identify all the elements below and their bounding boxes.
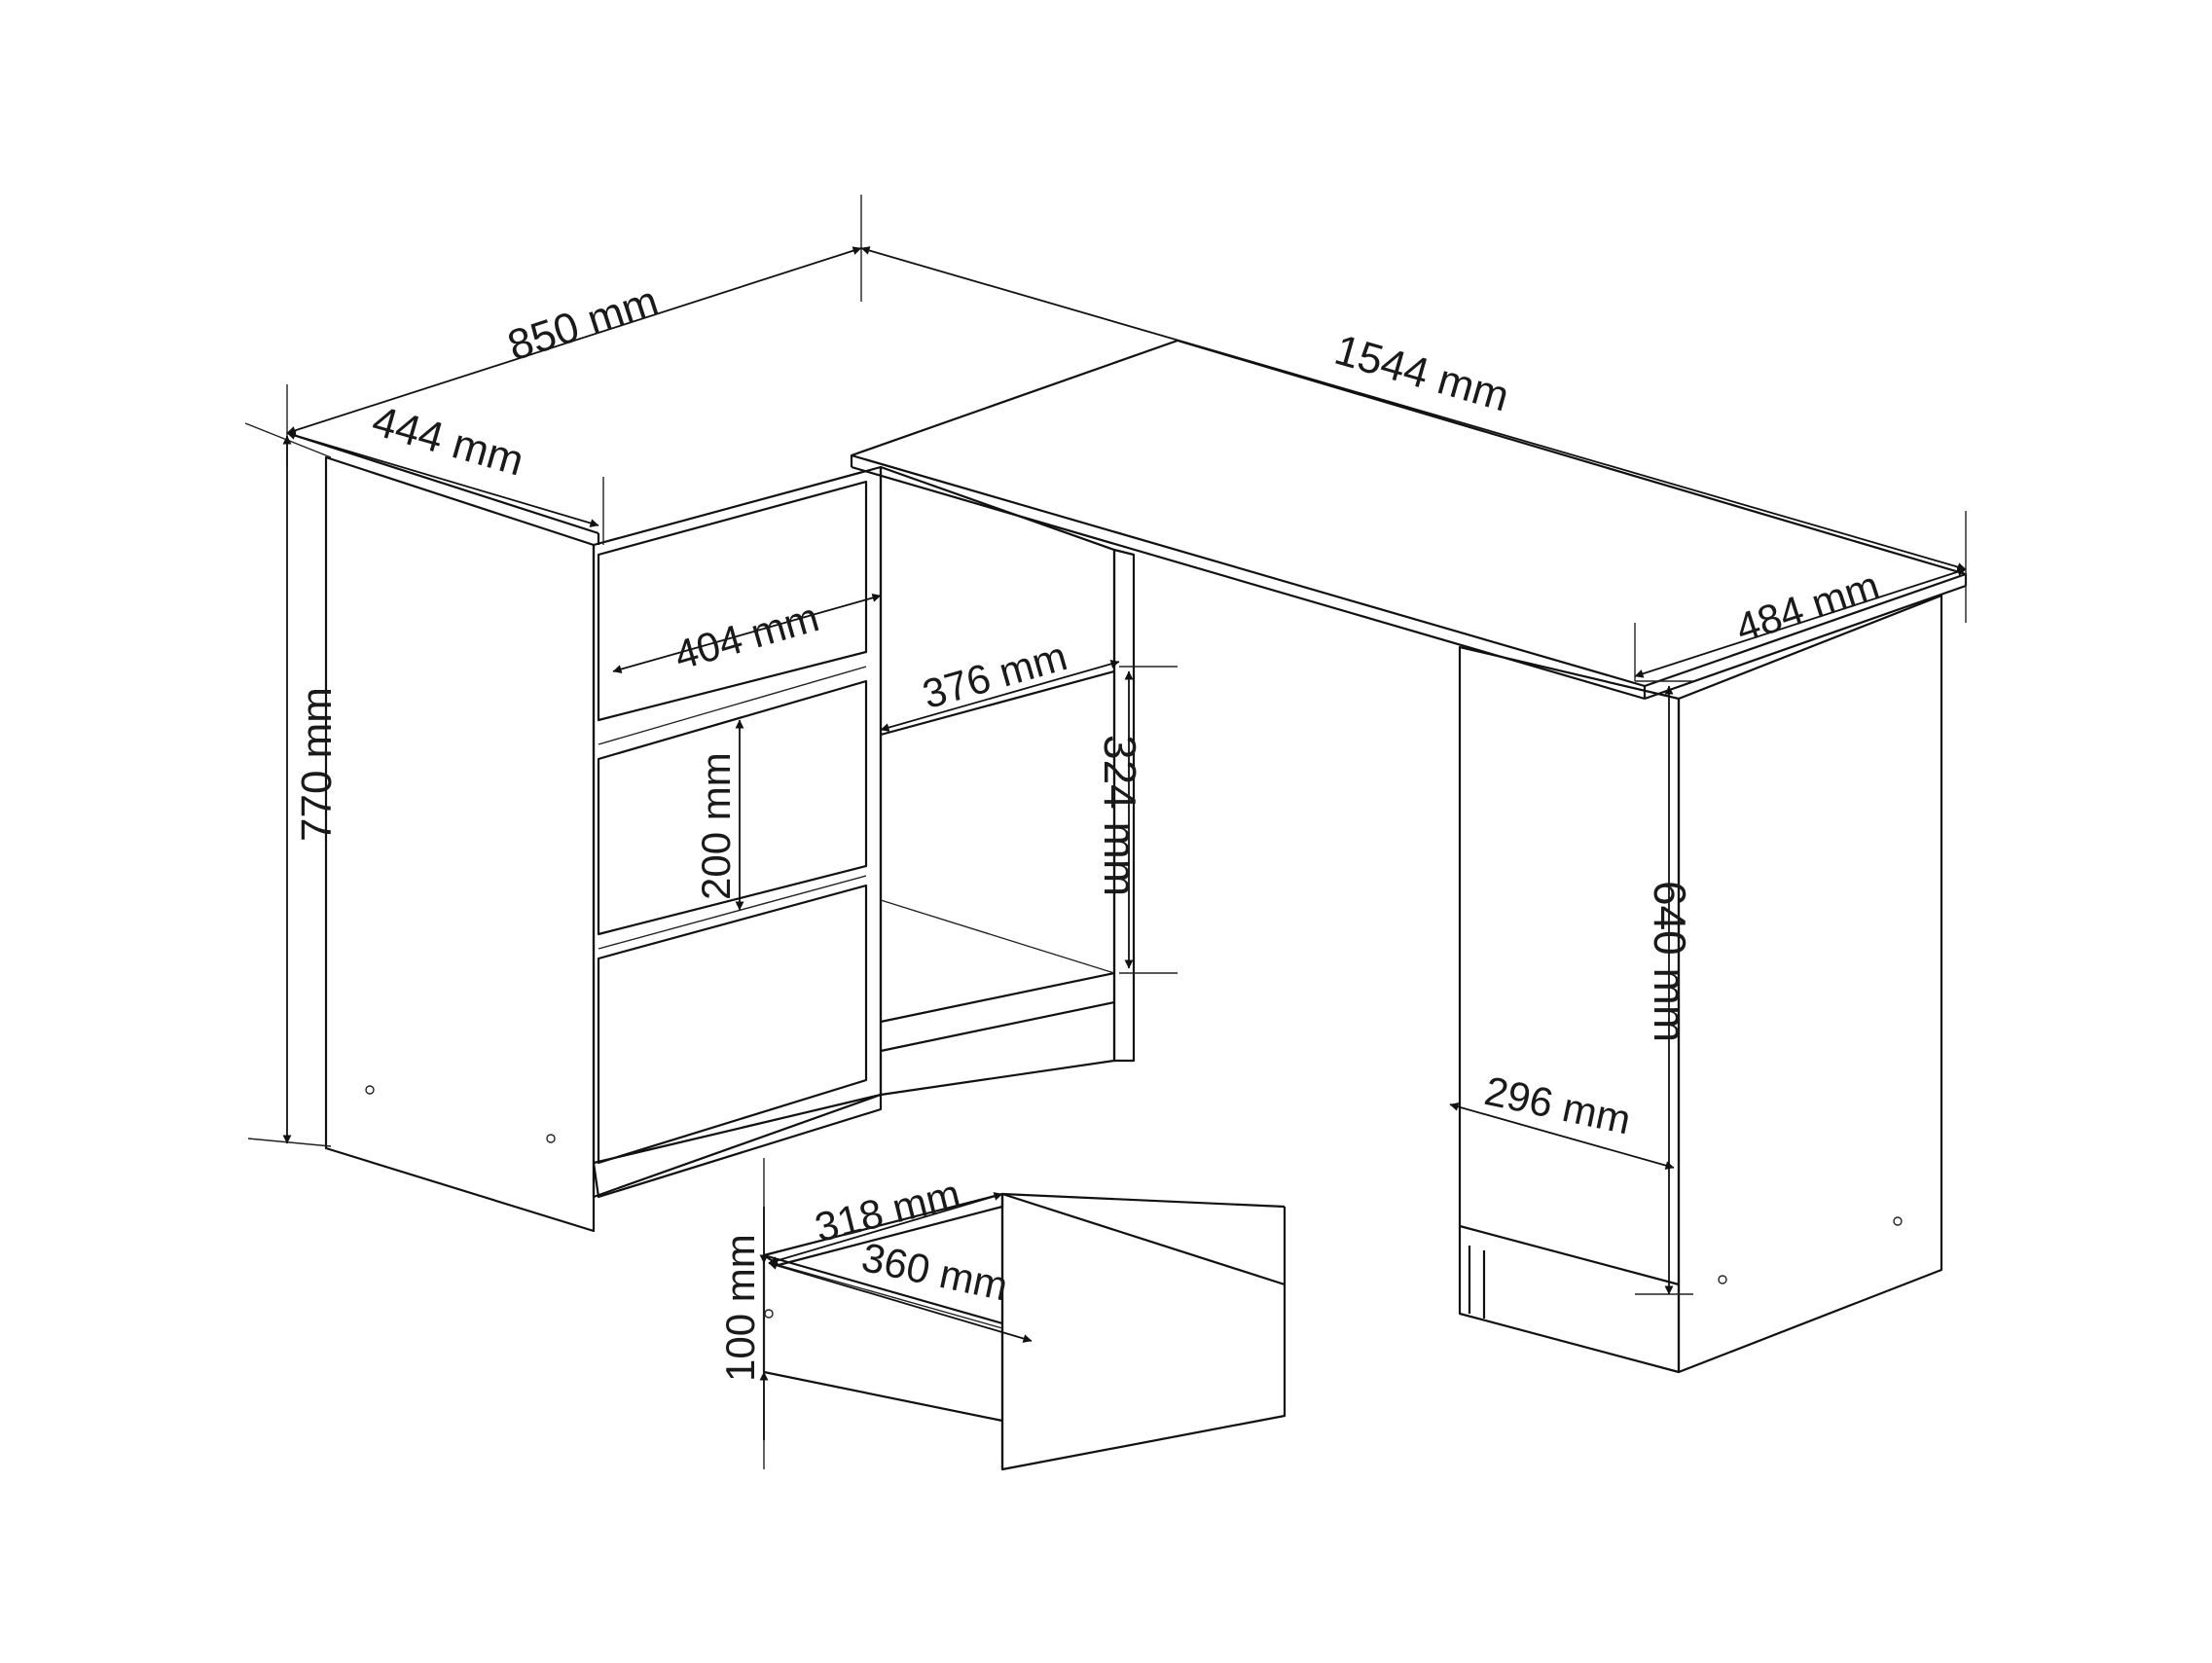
dim-overall-depth (286, 246, 862, 435)
label-360: 360 mm (858, 1234, 1012, 1310)
label-484: 484 mm (1730, 562, 1885, 652)
shelf-compartment (879, 465, 1116, 1097)
cabinet-base (592, 1093, 883, 1199)
drawer-front-panel (1000, 1192, 1287, 1471)
dimension-labels: 850 mm 1544 mm 444 mm 484 mm 770 mm 404 … (293, 277, 1885, 1382)
label-100: 100 mm (717, 1234, 763, 1382)
bottom-shelf (880, 971, 1115, 1024)
screw-hole (546, 1134, 556, 1143)
label-850: 850 mm (502, 277, 664, 371)
label-444: 444 mm (367, 397, 528, 486)
dim-legroom-depth (1449, 1102, 1675, 1171)
screw-hole (764, 1309, 774, 1319)
screw-hole (365, 1085, 375, 1095)
dim-overall-width (860, 246, 1967, 571)
dimension-lines (244, 195, 1967, 1469)
drawer-front-2 (597, 679, 868, 936)
dim-drawer-width (612, 594, 882, 673)
screw-hole (1718, 1275, 1727, 1284)
label-324: 324 mm (1095, 735, 1145, 896)
label-404: 404 mm (670, 594, 824, 678)
screw-hole (1893, 1216, 1903, 1226)
left-side-panel (324, 455, 596, 1233)
label-1544: 1544 mm (1329, 326, 1514, 421)
dim-desk-top-depth (1634, 567, 1967, 678)
label-640: 640 mm (1645, 881, 1695, 1042)
drawer-front-3 (597, 884, 868, 1165)
label-770: 770 mm (293, 687, 341, 842)
label-200: 200 mm (693, 752, 739, 900)
right-side-panel (1677, 594, 1943, 1374)
label-296: 296 mm (1481, 1067, 1635, 1143)
dim-shelf-width (880, 660, 1120, 732)
dim-cabinet-depth (286, 431, 599, 527)
drawer-front-1 (597, 480, 868, 722)
dim-drawer-box-depth (768, 1261, 1033, 1343)
dim-drawer-box-width (768, 1192, 1003, 1265)
